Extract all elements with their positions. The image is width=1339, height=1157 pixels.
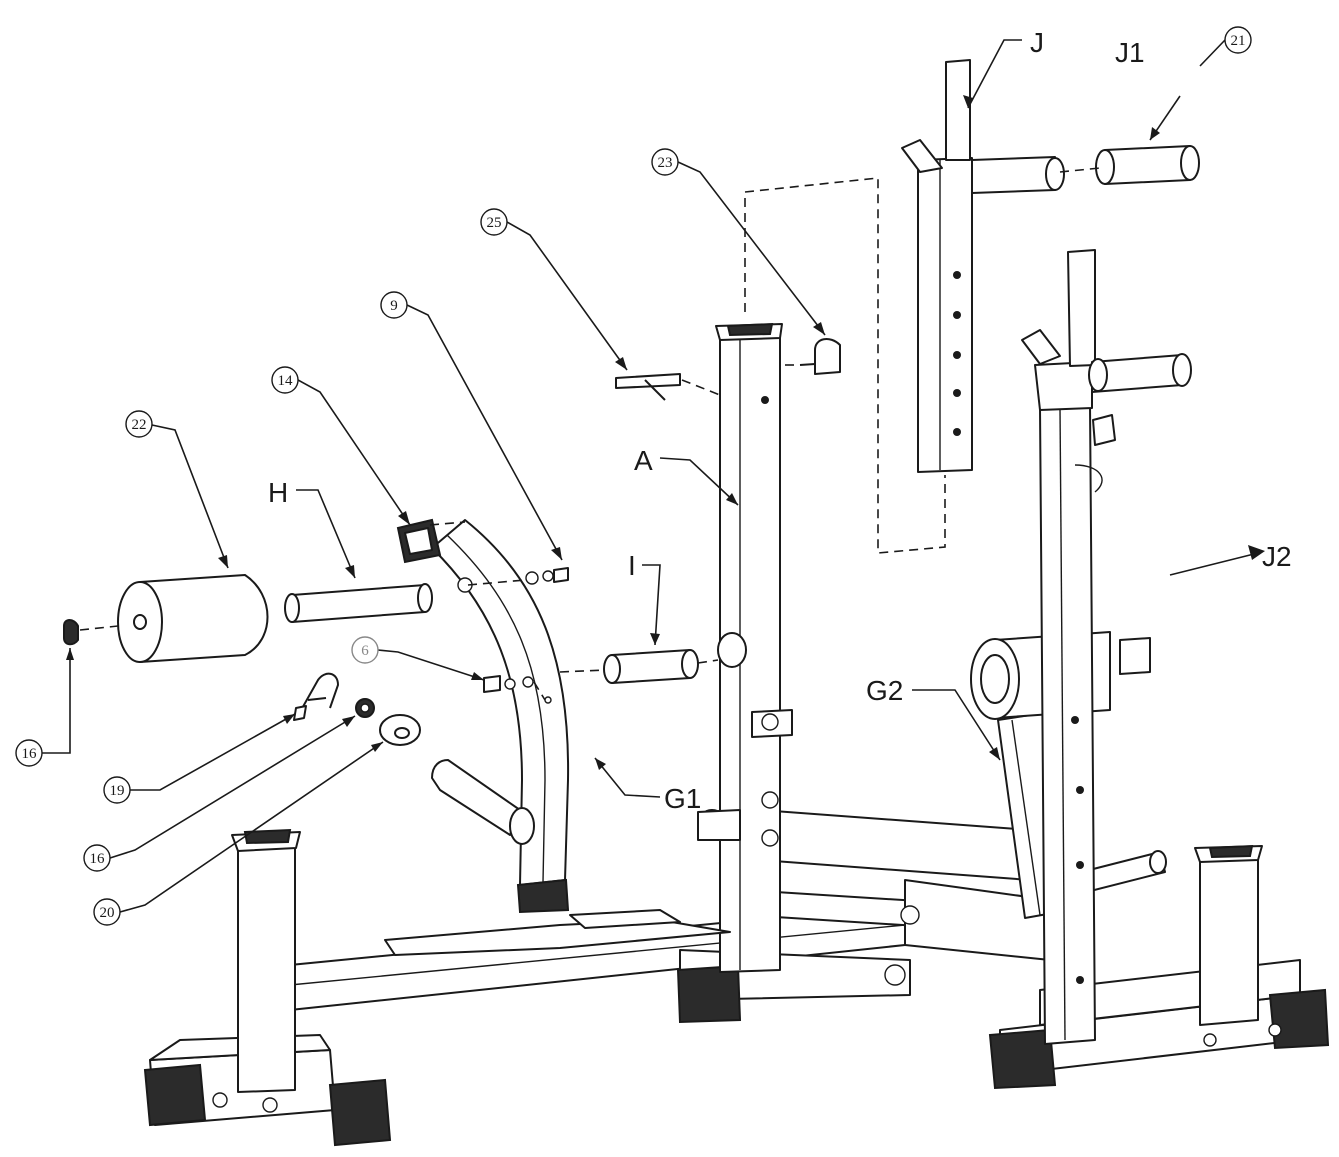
leader-lines (42, 39, 1265, 913)
part-25-pin (615, 373, 721, 401)
foot-pad-front-left (143, 1063, 207, 1127)
label-J1: J1 (1115, 37, 1145, 68)
callout-23: 23 (651, 148, 679, 176)
callout-16-mid-number: 16 (90, 851, 106, 867)
callout-22-number: 22 (132, 417, 147, 433)
callout-19: 19 (103, 776, 131, 804)
callout-22: 22 (125, 410, 153, 438)
part-G1 (396, 518, 570, 914)
callout-25-number: 25 (487, 215, 502, 231)
callout-6: 6 (351, 636, 379, 664)
callout-21: 21 (1224, 26, 1252, 54)
part-16-end-cap (63, 619, 79, 646)
part-20-washer (379, 714, 421, 746)
label-I: I (628, 550, 636, 581)
label-A: A (634, 445, 653, 476)
callout-21-number: 21 (1231, 33, 1246, 49)
callout-6-number: 6 (361, 643, 369, 659)
label-H: H (268, 477, 288, 508)
callout-14: 14 (271, 366, 299, 394)
part-I-tube (559, 649, 719, 684)
label-G2: G2 (866, 675, 903, 706)
callout-9: 9 (380, 291, 408, 319)
callout-23-number: 23 (658, 155, 673, 171)
callout-20-number: 20 (100, 905, 115, 921)
callout-9-number: 9 (390, 298, 398, 314)
upright-A (697, 322, 793, 973)
label-J: J (1030, 27, 1044, 58)
callout-16-left: 16 (15, 739, 43, 767)
part-22-foam-roller (79, 574, 269, 663)
callout-16-mid: 16 (83, 844, 111, 872)
part-9-bolt (467, 567, 569, 586)
foot-pad-rear-mid (988, 1028, 1057, 1090)
part-19-pin (293, 672, 340, 721)
callout-14-number: 14 (278, 373, 294, 389)
bench-mount-plate (384, 909, 731, 956)
part-16-nut (355, 698, 375, 718)
rear-right-upright (1194, 844, 1263, 1026)
callout-25: 25 (480, 208, 508, 236)
label-J2: J2 (1262, 541, 1292, 572)
foot-pad-rear-right (1268, 988, 1330, 1050)
part-J (901, 59, 1200, 473)
foot-pad-front-right (328, 1078, 392, 1147)
part-6-bolt (483, 675, 546, 701)
rear-right-tall-upright (1021, 249, 1192, 1045)
part-23-knob (785, 338, 841, 375)
label-G1: G1 (664, 783, 701, 814)
part-H-tube (284, 583, 433, 623)
callout-20: 20 (93, 898, 121, 926)
callout-19-number: 19 (110, 783, 125, 799)
front-left-upright (231, 828, 301, 1093)
callout-16-left-number: 16 (22, 746, 38, 762)
foot-pad-rear-left (676, 964, 742, 1024)
